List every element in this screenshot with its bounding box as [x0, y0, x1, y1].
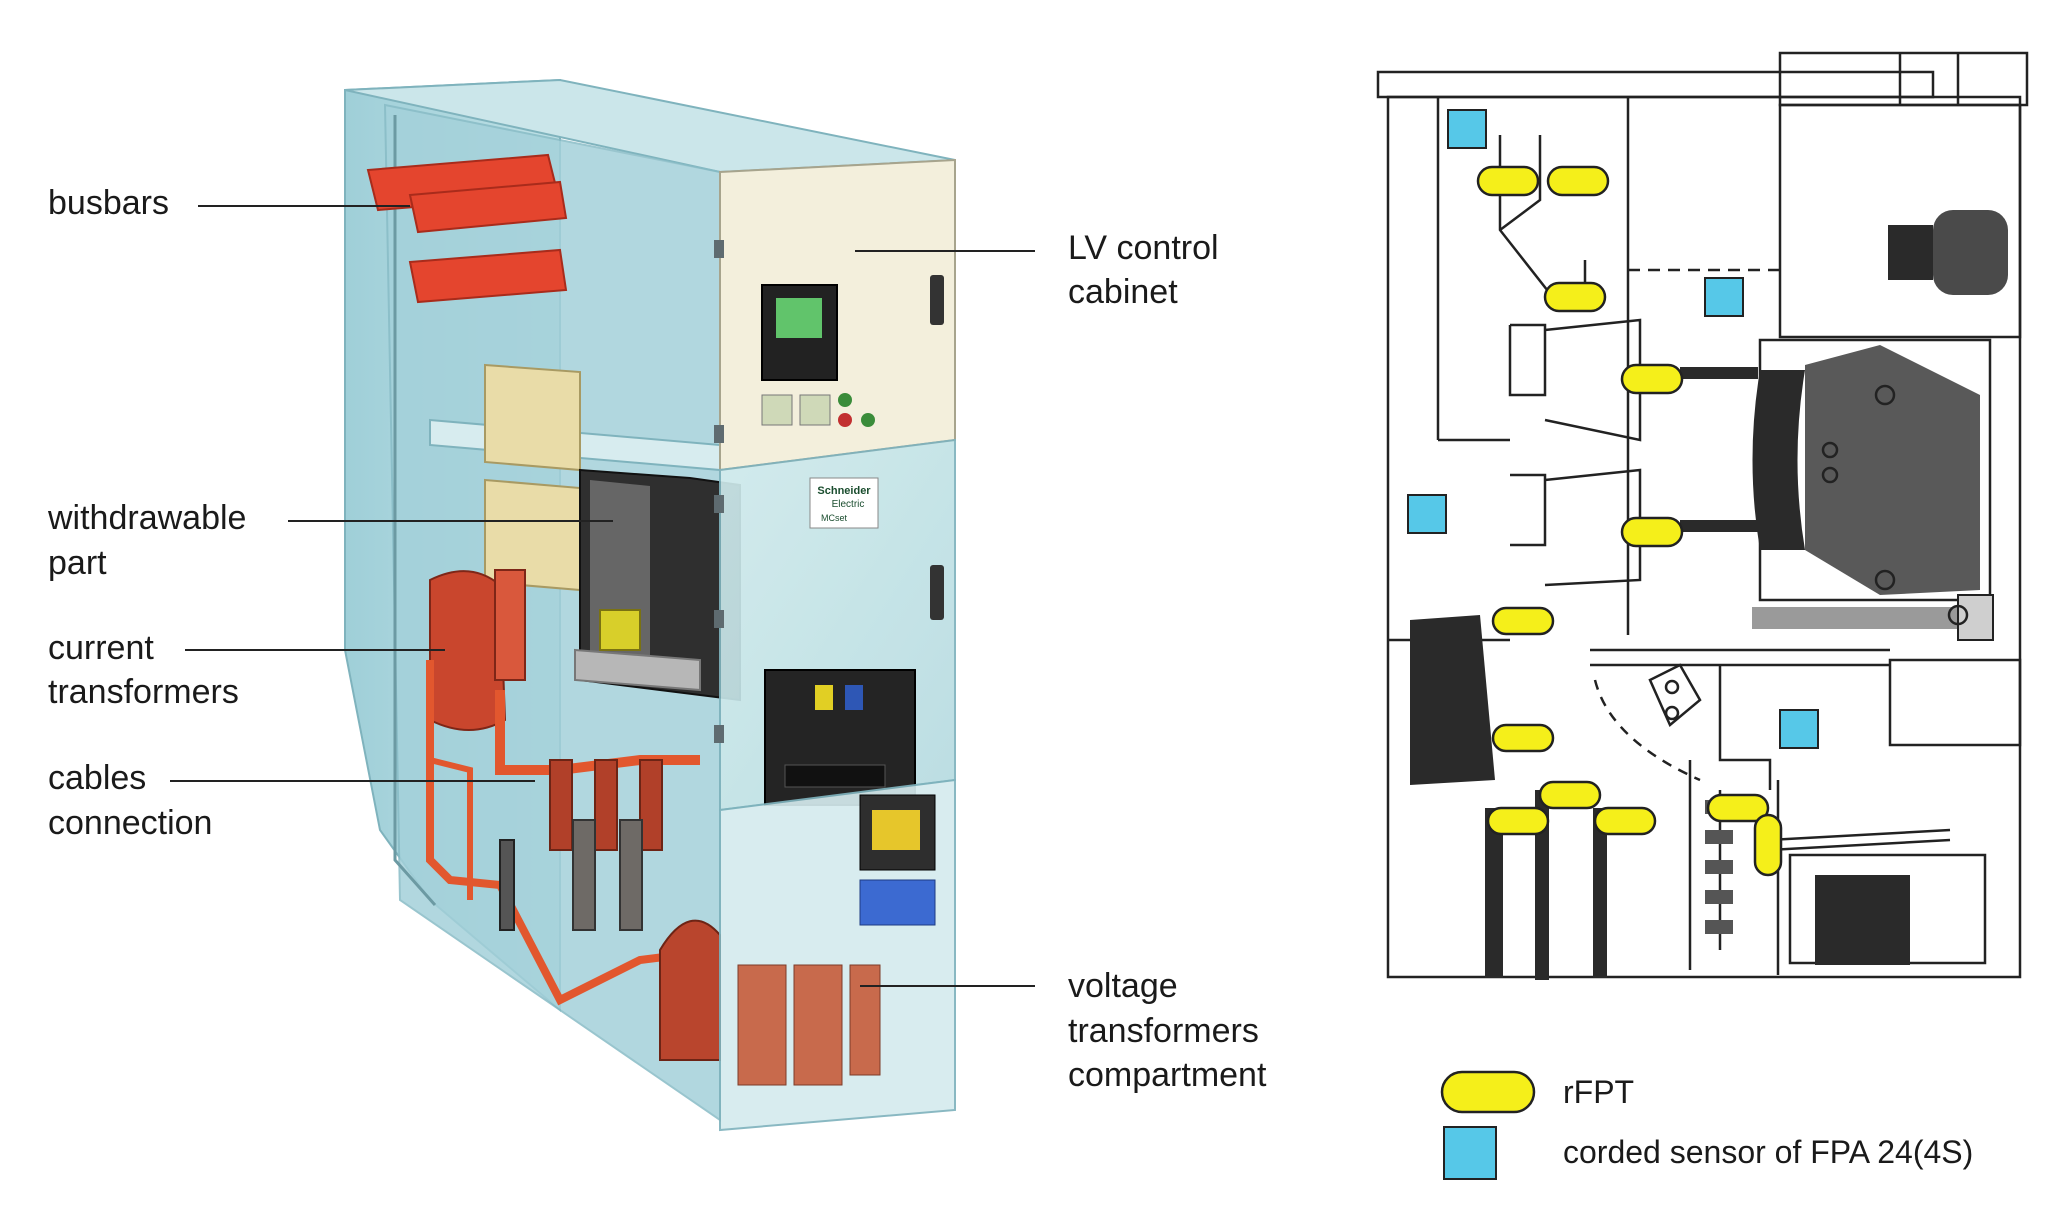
cable-insulators: [499, 759, 663, 931]
schematic-roof: [1376, 70, 1935, 99]
schematic-breaker-drum: [1752, 370, 1805, 550]
leader-current-transformers: [185, 649, 445, 651]
label-cables-line2: connection: [48, 804, 213, 842]
brand-line-1: Schneider: [817, 485, 871, 497]
vt-red-blocks: [737, 964, 881, 1086]
busbar-2: [408, 180, 568, 234]
label-voltage-line2: transformers: [1068, 1012, 1259, 1050]
vt-blue-indicator: [859, 879, 936, 926]
leader-busbars: [198, 205, 410, 207]
corded-sensor-markers: [1407, 109, 1819, 749]
brand-plate: [809, 477, 879, 529]
legend-rfpt-label: rFPT: [1563, 1074, 1635, 1110]
label-current-transformers-line2: transformers: [48, 673, 239, 711]
leader-lv-control: [855, 250, 1035, 252]
label-current-transformers-line1: current: [48, 629, 154, 667]
label-voltage-line3: compartment: [1068, 1056, 1267, 1094]
label-withdrawable-line1: withdrawable: [48, 499, 247, 537]
legend-sensor-swatch: [1443, 1126, 1497, 1180]
busbar-3: [408, 248, 568, 304]
label-lv-control-line2: cabinet: [1068, 273, 1178, 311]
leader-cables: [170, 780, 535, 782]
label-busbars: busbars: [48, 184, 169, 222]
lv-pushbuttons: [761, 393, 875, 427]
leader-voltage: [860, 985, 1035, 987]
schematic-enclosure: [1386, 95, 2022, 979]
breaker-handle: [930, 565, 944, 620]
rfpt-markers: [1476, 165, 1783, 877]
label-lv-control-line1: LV control: [1068, 229, 1219, 267]
model-marking: MCset: [821, 513, 848, 523]
brand-line-2: Electric: [832, 499, 865, 510]
leader-withdrawable: [288, 520, 613, 522]
label-withdrawable-line2: part: [48, 544, 107, 582]
label-cables-line1: cables: [48, 759, 147, 797]
label-voltage-line1: voltage: [1068, 967, 1178, 1005]
legend-sensor-label: corded sensor of FPA 24(4S): [1563, 1134, 1974, 1170]
legend-rfpt-swatch: [1440, 1070, 1536, 1114]
lv-handle: [930, 275, 944, 325]
